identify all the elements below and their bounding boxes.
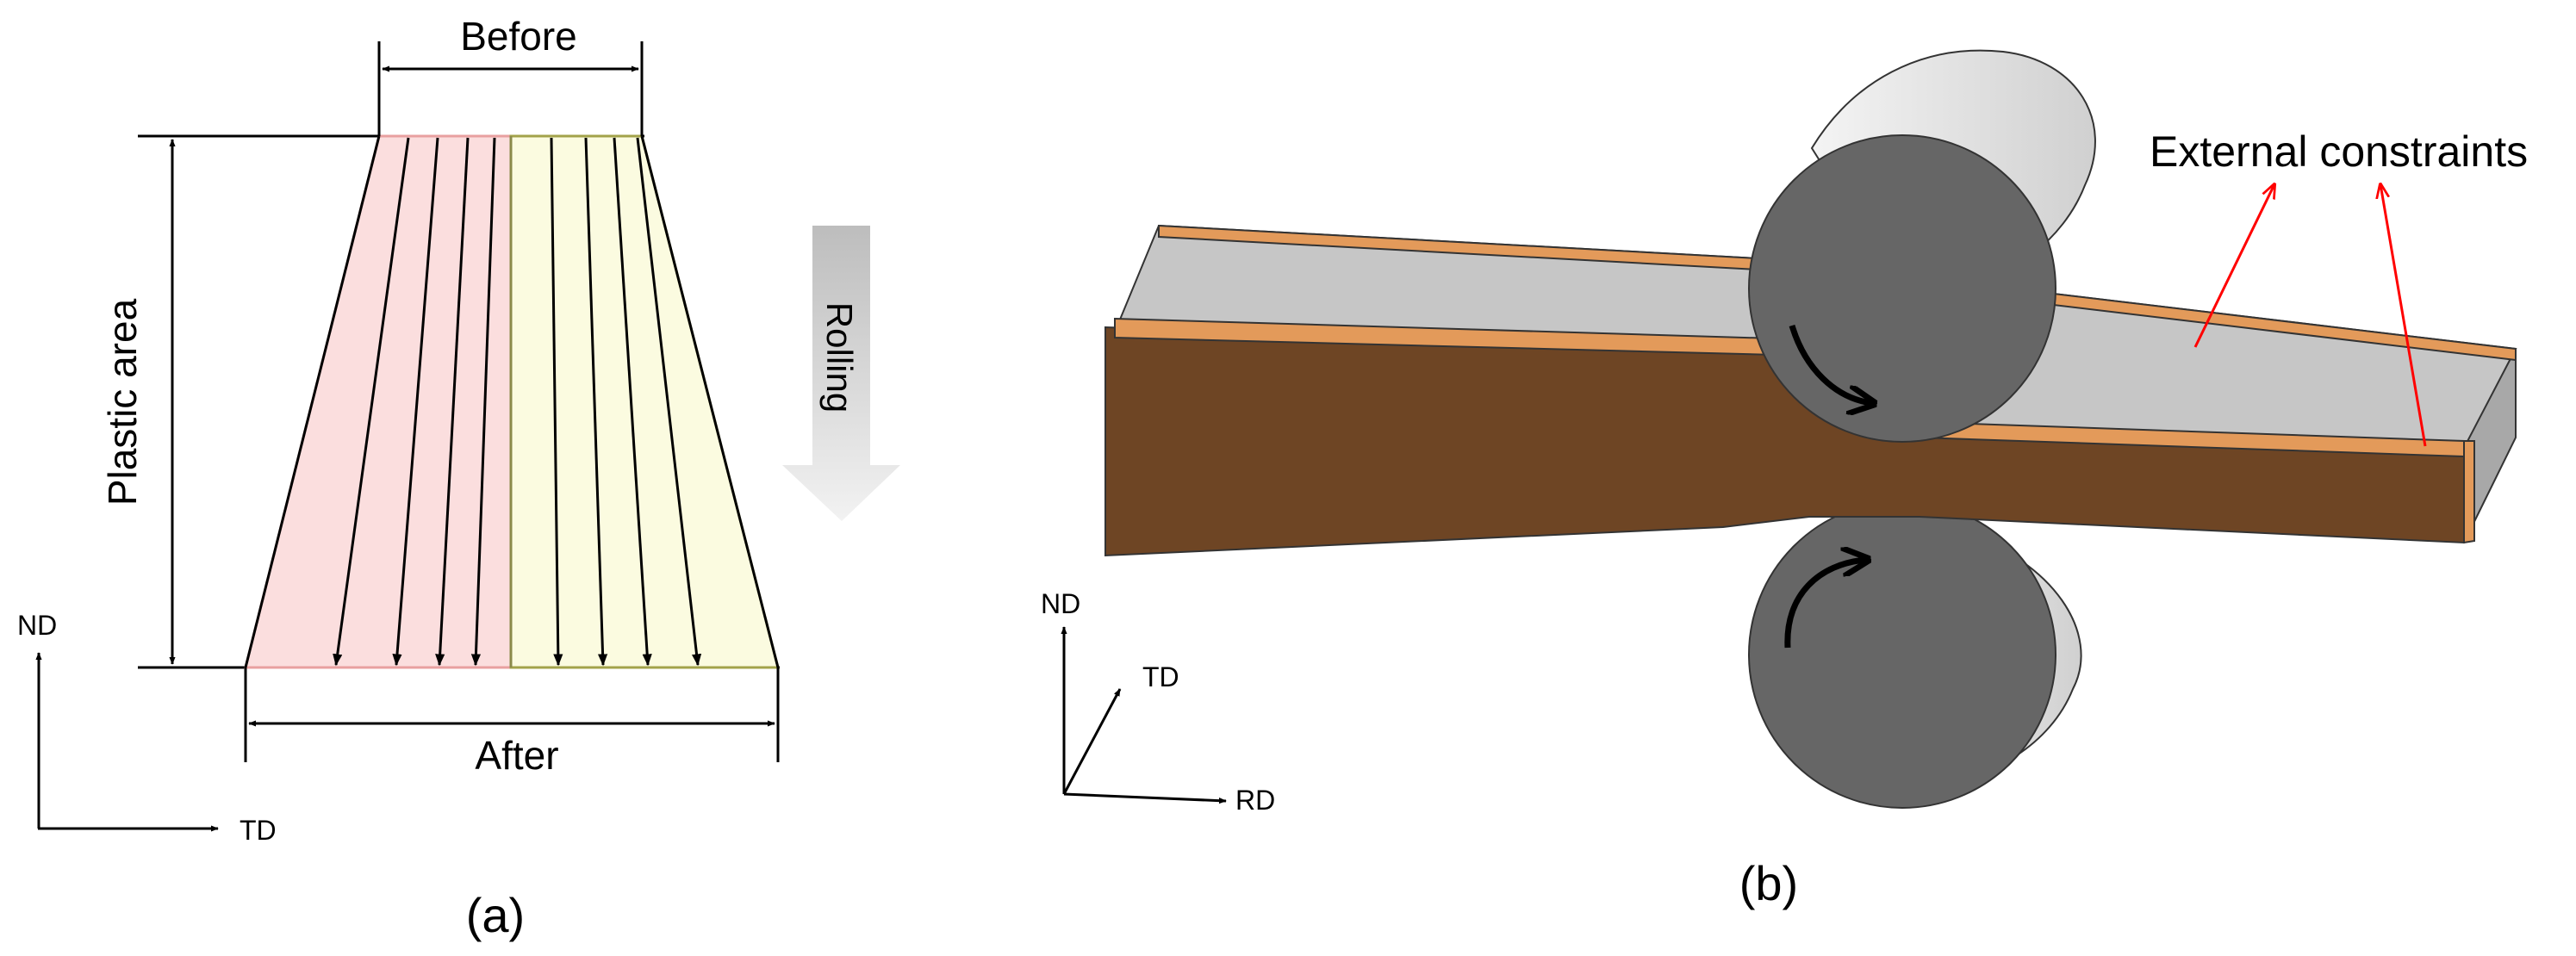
upper-roll-face bbox=[1748, 134, 2056, 443]
rd-axis-arrow bbox=[1063, 792, 1227, 804]
lower-roll-face bbox=[1748, 500, 2056, 809]
flow-arrow bbox=[584, 137, 608, 667]
constraint-pointer-2 bbox=[2380, 184, 2427, 447]
upper-roll-rotation-arrow bbox=[1789, 324, 1871, 403]
external-constraints-label: External constraints bbox=[2150, 127, 2528, 176]
rd-axis-label: RD bbox=[1235, 785, 1275, 816]
rolling-label: Rolling bbox=[819, 302, 860, 413]
after-label: After bbox=[475, 733, 558, 778]
flow-arrow bbox=[470, 137, 496, 667]
left-deformation-region bbox=[244, 134, 513, 669]
lower-roll-rotation-arrow bbox=[1784, 560, 1865, 649]
upper-roll bbox=[1748, 49, 2096, 443]
flow-arrow bbox=[435, 137, 470, 667]
td-axis-label: TD bbox=[1142, 661, 1179, 692]
flow-arrow bbox=[333, 137, 410, 667]
flow-arrow bbox=[636, 137, 702, 667]
lower-roll bbox=[1748, 500, 2082, 809]
material-flow-arrows bbox=[333, 137, 702, 667]
panel-b-label: (b) bbox=[1739, 856, 1798, 910]
right-deformation-region bbox=[509, 134, 780, 669]
flow-arrow bbox=[550, 137, 563, 667]
td-axis-label: TD bbox=[240, 815, 277, 846]
panel-b: External constraints ND TD RD (b) bbox=[1041, 49, 2528, 910]
nd-axis-label: ND bbox=[1041, 588, 1080, 619]
rolling-direction-arrow bbox=[782, 226, 900, 521]
flow-arrow bbox=[613, 137, 652, 667]
before-label: Before bbox=[460, 14, 577, 59]
constraint-pointer-1 bbox=[2193, 184, 2274, 348]
flow-arrow bbox=[392, 137, 439, 667]
nd-axis-label: ND bbox=[17, 610, 57, 641]
panel-a: Before After Plastic area Rolling ND TD … bbox=[17, 14, 900, 942]
plastic-area-label: Plastic area bbox=[100, 298, 145, 506]
panel-a-label: (a) bbox=[466, 888, 525, 942]
external-constraint-strip-end bbox=[2463, 440, 2475, 544]
trapezoid-left-edge bbox=[244, 135, 381, 668]
td-axis-arrow bbox=[1062, 688, 1122, 795]
trapezoid-right-edge bbox=[640, 135, 780, 668]
